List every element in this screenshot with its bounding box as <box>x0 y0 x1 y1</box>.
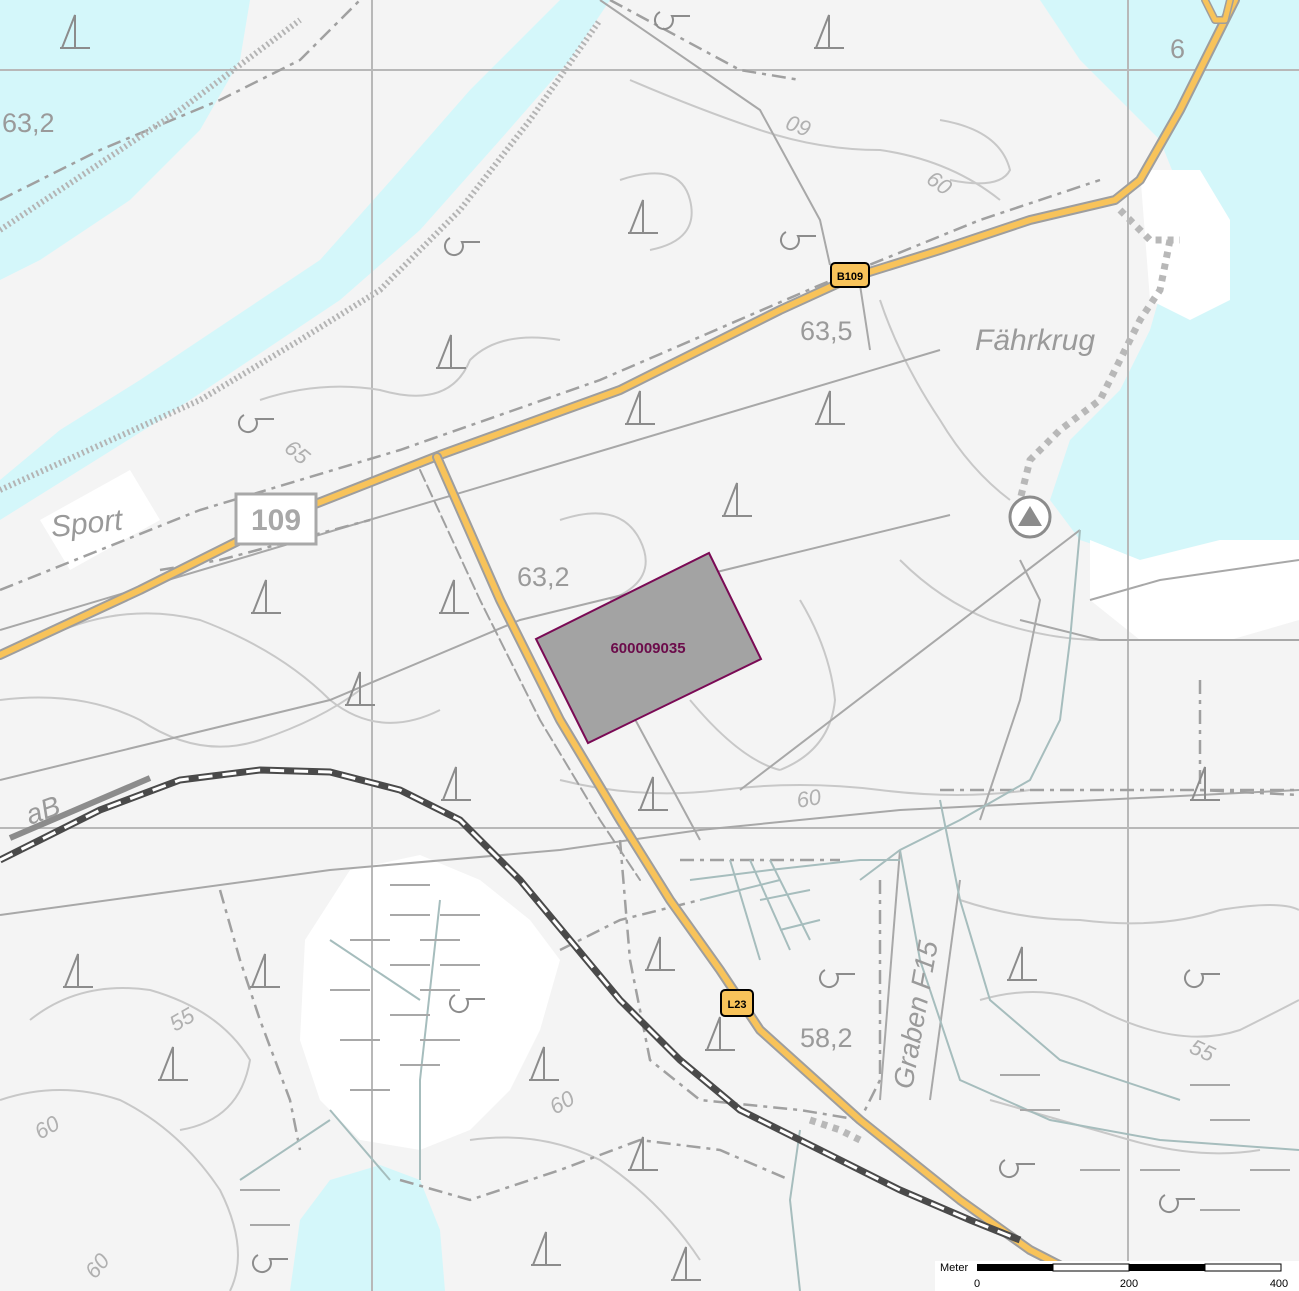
label-sport: Sport <box>49 503 125 543</box>
spot-height-1: 63,2 <box>2 108 55 138</box>
scale-tick-200: 200 <box>1120 1278 1138 1290</box>
tree-icon <box>815 390 845 425</box>
tree-icon <box>1007 946 1037 981</box>
marsh-symbols <box>240 884 1290 1226</box>
embankment <box>0 17 603 493</box>
spot-height-5: 6 <box>1170 34 1185 64</box>
scale-tick-400: 400 <box>1270 1278 1288 1290</box>
tree-icon <box>63 953 93 988</box>
road-shield-l23-text: L23 <box>728 999 747 1011</box>
tree-icon <box>436 334 466 369</box>
road-shield-b109-text: B109 <box>837 271 863 283</box>
tree-icon <box>638 776 668 811</box>
tree-icon <box>722 482 752 517</box>
deciduous-tree-icon <box>1183 969 1220 989</box>
deciduous-symbols <box>237 11 1220 1274</box>
tree-icon <box>251 579 281 614</box>
clearing-east-2 <box>1090 540 1299 640</box>
dotted-boundary <box>808 207 1180 1144</box>
road-number-text: 109 <box>251 504 301 537</box>
tree-icon <box>158 1046 188 1081</box>
road-number-label: 109 <box>234 492 318 546</box>
road-shield-b109[interactable]: B109 <box>830 262 870 288</box>
deciduous-tree-icon <box>448 994 485 1014</box>
deciduous-tree-icon <box>1158 1194 1195 1214</box>
tree-icon <box>814 14 844 49</box>
tree-icon <box>439 579 469 614</box>
label-faehrkrug: Fährkrug <box>975 324 1095 357</box>
tree-icon <box>628 1136 658 1171</box>
roads <box>0 0 1240 1291</box>
spot-height-2: 63,5 <box>800 316 853 346</box>
open-land-areas <box>40 170 1299 1150</box>
tree-icon <box>628 199 658 234</box>
tree-icon <box>60 14 90 49</box>
sport-field <box>40 470 160 570</box>
contour-label: 60 <box>795 784 824 813</box>
parcel-id-label: 600009035 <box>610 640 685 657</box>
deciduous-tree-icon <box>251 1254 288 1274</box>
tree-icon <box>441 766 471 801</box>
river-northwest <box>0 0 610 520</box>
tree-icon <box>531 1231 561 1266</box>
tree-icon <box>1190 766 1220 801</box>
deciduous-tree-icon <box>237 414 274 434</box>
meadow-south <box>300 855 560 1150</box>
lake-south <box>290 1165 445 1291</box>
scale-unit-label: Meter <box>940 1262 968 1274</box>
parcel-600009035[interactable]: 600009035 <box>534 551 763 745</box>
tree-icon <box>671 1246 701 1281</box>
dashed-paths <box>0 0 1299 1202</box>
railway <box>0 766 1022 1244</box>
deciduous-tree-icon <box>818 969 855 989</box>
tree-icon <box>529 1046 559 1081</box>
tree-icon <box>645 936 675 971</box>
ditches <box>239 529 1299 1291</box>
forest-symbols <box>60 14 1220 1281</box>
deciduous-tree-icon <box>653 11 690 31</box>
tree-icon <box>345 671 375 706</box>
deciduous-tree-icon <box>779 231 816 251</box>
deciduous-tree-icon <box>443 237 480 257</box>
tree-icon <box>250 953 280 988</box>
deciduous-tree-icon <box>998 1159 1035 1179</box>
scale-bar: Meter 0 200 400 <box>935 1261 1299 1291</box>
trig-point-icon <box>1008 495 1052 539</box>
tree-icon <box>625 390 655 425</box>
road-shield-l23[interactable]: L23 <box>720 989 754 1017</box>
scale-tick-0: 0 <box>974 1278 980 1290</box>
spot-height-4: 58,2 <box>800 1023 853 1053</box>
contour-lines <box>0 79 1299 1291</box>
tree-icon <box>705 1016 735 1051</box>
clearing-east <box>1140 170 1230 320</box>
spot-height-3: 63,2 <box>517 562 570 592</box>
